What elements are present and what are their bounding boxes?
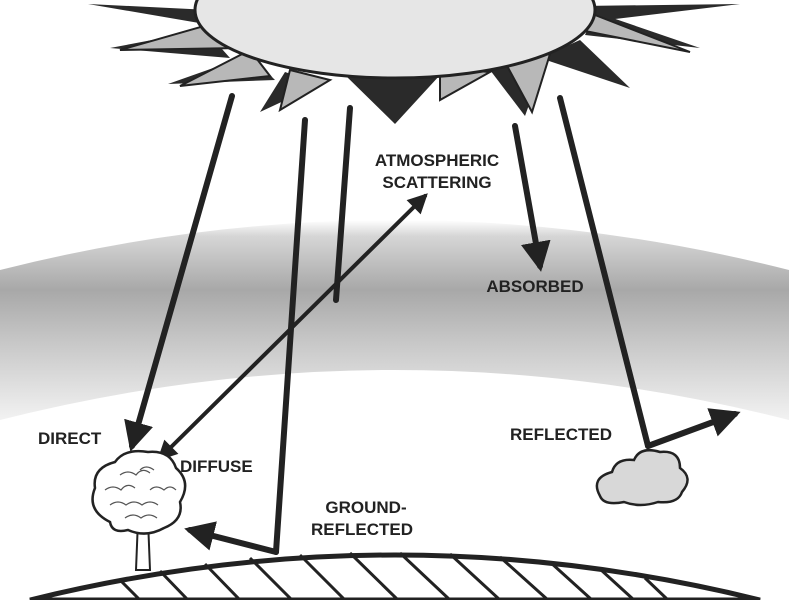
atmospheric-scattering-label-2: SCATTERING — [382, 173, 491, 192]
absorbed-label: ABSORBED — [486, 277, 583, 296]
ground-reflected-label-1: GROUND- — [325, 498, 406, 517]
ground — [29, 551, 761, 600]
cloud-reflected-arrow — [645, 408, 741, 449]
radiation-arrows — [124, 93, 741, 555]
absorbed-arrow — [512, 123, 551, 272]
sun — [88, 0, 740, 124]
ground-reflected-label-2: REFLECTED — [311, 520, 413, 539]
atmospheric-scattering-label-1: ATMOSPHERIC — [375, 151, 499, 170]
ground-incoming-ray — [273, 117, 308, 555]
atmosphere-band — [0, 220, 789, 420]
diffuse-label: DIFFUSE — [180, 457, 253, 476]
ground-reflected-arrow — [184, 521, 279, 555]
direct-label: DIRECT — [38, 429, 102, 448]
cloud-incoming-ray — [557, 95, 651, 449]
tree — [91, 449, 187, 571]
reflected-label: REFLECTED — [510, 425, 612, 444]
labels: ATMOSPHERIC SCATTERING ABSORBED DIRECT D… — [38, 151, 612, 539]
cloud — [595, 449, 689, 507]
